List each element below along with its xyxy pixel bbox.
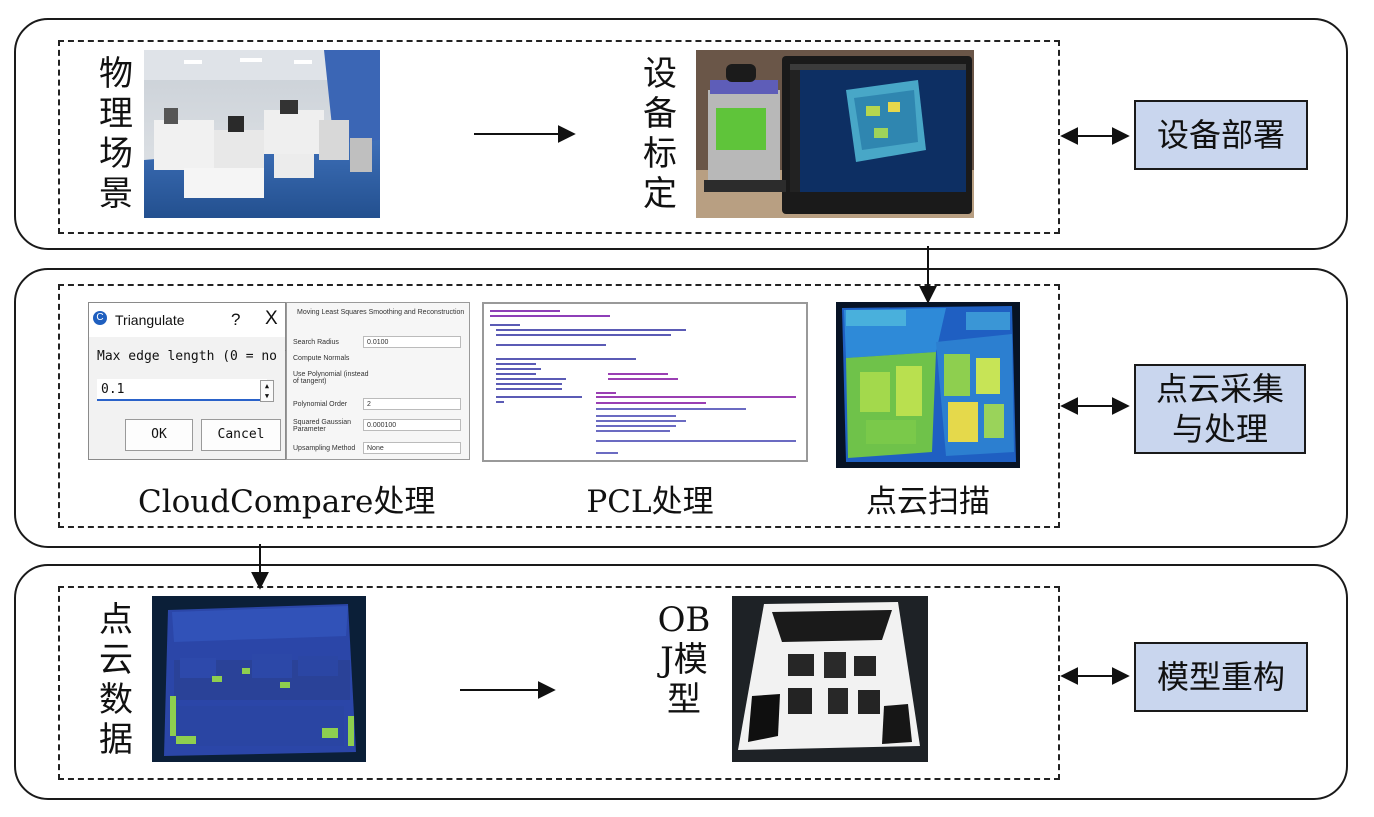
mls-row-value[interactable]: 0.0100	[363, 336, 461, 348]
point-cloud-scan-image	[836, 302, 1020, 468]
mls-panel-title: Moving Least Squares Smoothing and Recon…	[297, 309, 465, 316]
mls-row-value[interactable]: 0.000100	[363, 419, 461, 431]
dialog-titlebar: C Triangulate ? X	[89, 303, 285, 337]
device-calibration-label: 设备标定	[643, 54, 677, 214]
triangulate-dialog: C Triangulate ? X Max edge length (0 = n…	[88, 302, 332, 460]
dashed-box-deployment	[58, 40, 1060, 234]
caption-point-cloud-scan: 点云扫描	[866, 484, 990, 520]
pcl-code-screenshot	[482, 302, 808, 462]
caption-pcl: PCL处理	[586, 484, 714, 520]
device-calibration-photo	[696, 50, 974, 218]
spinner-arrows-icon[interactable]: ▲▼	[260, 380, 274, 402]
help-button[interactable]: ?	[231, 310, 241, 329]
max-edge-length-input[interactable]: 0.1	[97, 379, 267, 401]
mls-checkbox-label[interactable]: Compute Normals	[293, 355, 350, 362]
ok-button[interactable]: OK	[125, 419, 193, 451]
dialog-title: Triangulate	[115, 312, 185, 328]
mls-row-label: Upsampling Method	[293, 445, 356, 452]
physical-scene-label: 物理场景	[99, 54, 133, 214]
max-edge-length-label: Max edge length (0 = no limit)	[97, 349, 332, 364]
physical-scene-photo	[144, 50, 380, 218]
mls-row-value[interactable]: None	[363, 442, 461, 454]
stage-label-acquisition-processing: 点云采集与处理	[1134, 364, 1306, 454]
cloudcompare-logo-icon: C	[93, 311, 107, 325]
obj-model-image	[732, 596, 928, 762]
point-cloud-data-image	[152, 596, 366, 762]
close-button[interactable]: X	[265, 308, 278, 329]
mls-row-label: Squared Gaussian Parameter	[293, 419, 351, 433]
cancel-button[interactable]: Cancel	[201, 419, 281, 451]
stage-label-model-reconstruction: 模型重构	[1134, 642, 1308, 712]
dashed-box-reconstruction	[58, 586, 1060, 780]
mls-row-value[interactable]: 2	[363, 398, 461, 410]
caption-cloudcompare: CloudCompare处理	[138, 484, 436, 520]
mls-row-label: Search Radius	[293, 339, 339, 346]
mls-row-label: Polynomial Order	[293, 401, 348, 408]
point-cloud-data-label: 点云数据	[99, 600, 133, 760]
dashed-box-acquisition	[58, 284, 1060, 528]
obj-model-label: OBJ模型	[657, 600, 711, 720]
mls-settings-panel: Moving Least Squares Smoothing and Recon…	[286, 302, 470, 460]
mls-checkbox-label[interactable]: Use Polynomial (instead of tangent)	[293, 371, 369, 385]
stage-label-device-deployment: 设备部署	[1134, 100, 1308, 170]
